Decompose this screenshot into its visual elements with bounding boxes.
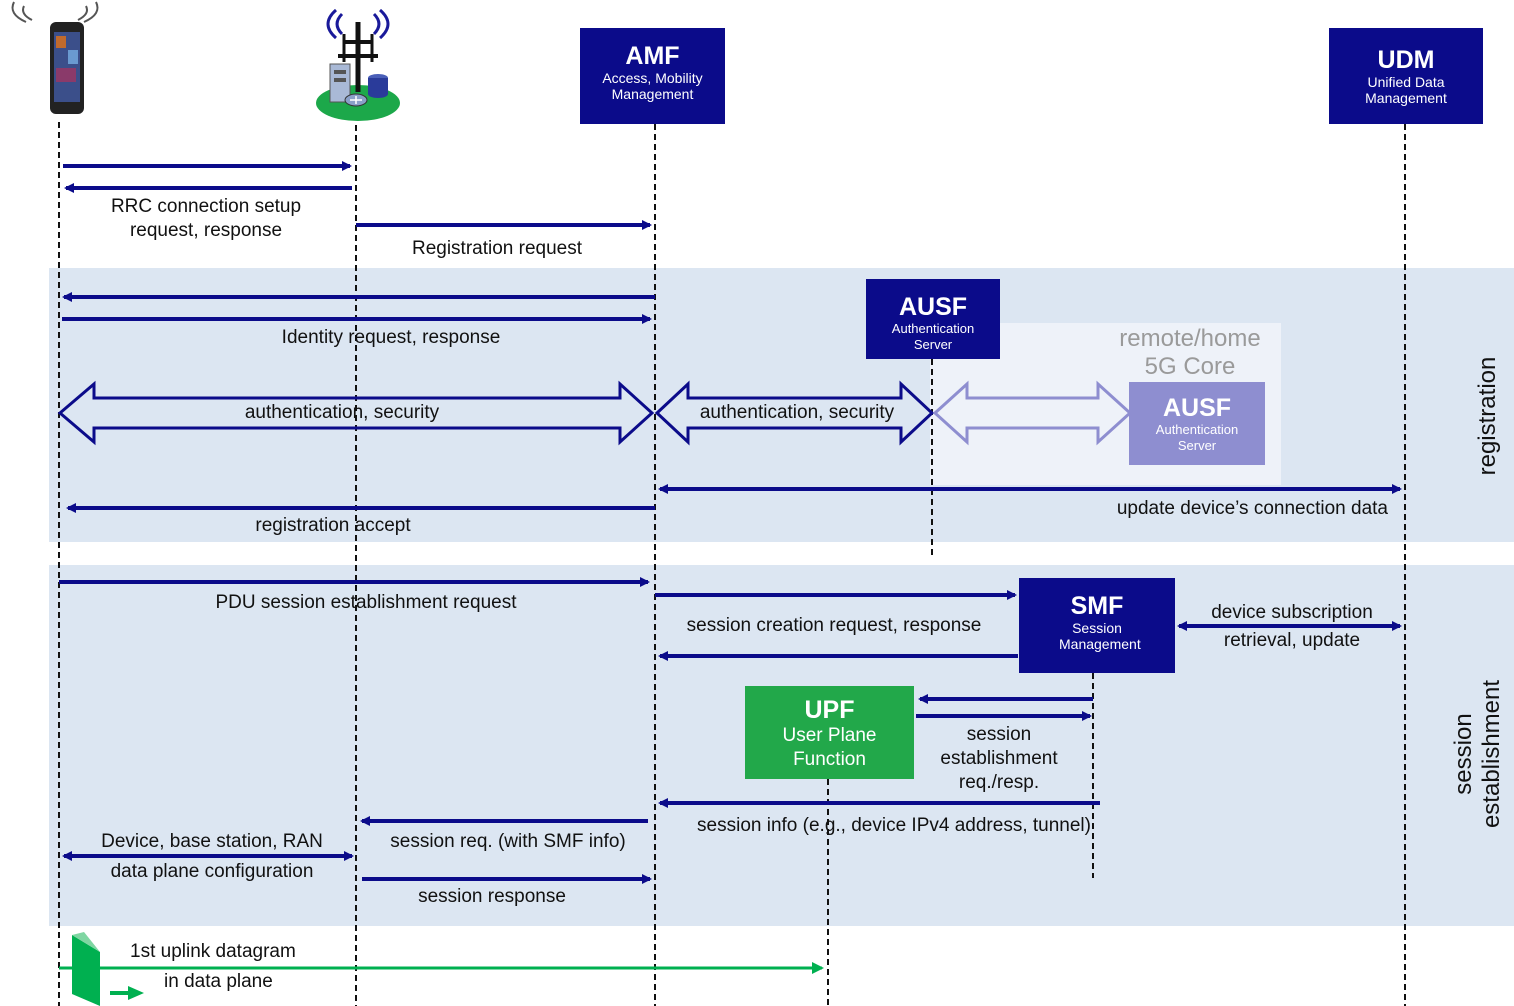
- ausf-box[interactable]: AUSF Authentication Server: [866, 279, 1000, 359]
- arrow-auth-security-2: [654, 380, 935, 446]
- smf-title: SMF: [1070, 592, 1124, 620]
- label-rrc-line1: RRC connection setup: [110, 196, 302, 217]
- label-uplink-line1: 1st uplink datagram: [130, 941, 296, 962]
- label-session-creation: session creation request, response: [686, 615, 982, 636]
- label-rrc: RRC connection setup request, response: [111, 195, 301, 243]
- label-pdu-request: PDU session establishment request: [215, 592, 517, 613]
- amf-box[interactable]: AMF Access, Mobility Management: [580, 28, 725, 124]
- arrow-auth-security-1: [57, 380, 655, 446]
- upf-box[interactable]: UPF User Plane Function: [745, 686, 914, 779]
- phase-session-line1: session: [1450, 713, 1477, 795]
- ausf-remote-title: AUSF: [1162, 394, 1232, 422]
- label-session-req-smf: session req. (with SMF info): [390, 831, 626, 852]
- phase-session-line2: establishment: [1478, 679, 1505, 829]
- smf-subtitle: Session Management: [1059, 620, 1141, 652]
- label-registration-accept: registration accept: [255, 515, 411, 536]
- remote-core-line2: 5G Core: [1144, 353, 1236, 380]
- udm-title: UDM: [1377, 46, 1435, 74]
- smf-box[interactable]: SMF Session Management: [1019, 578, 1175, 673]
- label-rrc-line2: request, response: [129, 220, 283, 241]
- label-upf-session-line2: establishment: [940, 748, 1058, 769]
- udm-subtitle: Unified Data Management: [1365, 74, 1447, 106]
- label-session-response: session response: [418, 886, 566, 907]
- amf-title: AMF: [625, 42, 680, 70]
- label-dp-config: Device, base station, RAN data plane con…: [101, 830, 323, 884]
- label-auth-security-1: authentication, security: [244, 402, 440, 423]
- remote-core-label: remote/home 5G Core: [1100, 325, 1280, 381]
- udm-box[interactable]: UDM Unified Data Management: [1329, 28, 1483, 124]
- upf-title: UPF: [804, 696, 855, 724]
- label-subscription-line1: device subscription: [1211, 602, 1373, 623]
- label-uplink-line2: in data plane: [164, 971, 273, 992]
- remote-core-line1: remote/home: [1119, 325, 1261, 352]
- label-upf-session-line1: session: [966, 724, 1032, 745]
- label-upf-session: session establishment req./resp.: [940, 723, 1057, 795]
- base-station-icon: [316, 8, 400, 121]
- upf-subtitle: User Plane Function: [782, 725, 877, 770]
- label-subscription: device subscription retrieval, update: [1211, 601, 1373, 653]
- phone-icon: [11, 1, 99, 114]
- phase-registration-text: registration: [1474, 356, 1501, 476]
- phase-session-label: session establishment: [1450, 654, 1506, 854]
- label-dp-config-line2: data plane configuration: [110, 861, 314, 882]
- ausf-remote-subtitle: Authentication Server: [1155, 422, 1239, 453]
- label-uplink: 1st uplink datagram in data plane: [130, 940, 296, 994]
- label-upf-session-line3: req./resp.: [958, 772, 1040, 793]
- label-identity: Identity request, response: [281, 327, 501, 348]
- ausf-title: AUSF: [898, 293, 968, 321]
- uplink-packet-icon: [72, 932, 144, 1006]
- label-registration-request: Registration request: [411, 238, 583, 259]
- label-subscription-line2: retrieval, update: [1223, 630, 1361, 651]
- label-update-connection: update device’s connection data: [1116, 498, 1388, 519]
- label-session-info: session info (e.g., device IPv4 address,…: [697, 815, 1091, 836]
- label-auth-security-2: authentication, security: [699, 402, 895, 423]
- ausf-remote-box[interactable]: AUSF Authentication Server: [1129, 382, 1265, 465]
- amf-subtitle: Access, Mobility Management: [602, 70, 703, 102]
- ausf-subtitle: Authentication Server: [891, 321, 975, 352]
- phase-registration-label: registration: [1474, 316, 1502, 516]
- label-dp-config-line1: Device, base station, RAN: [101, 831, 323, 852]
- arrow-auth-security-remote: [932, 380, 1133, 446]
